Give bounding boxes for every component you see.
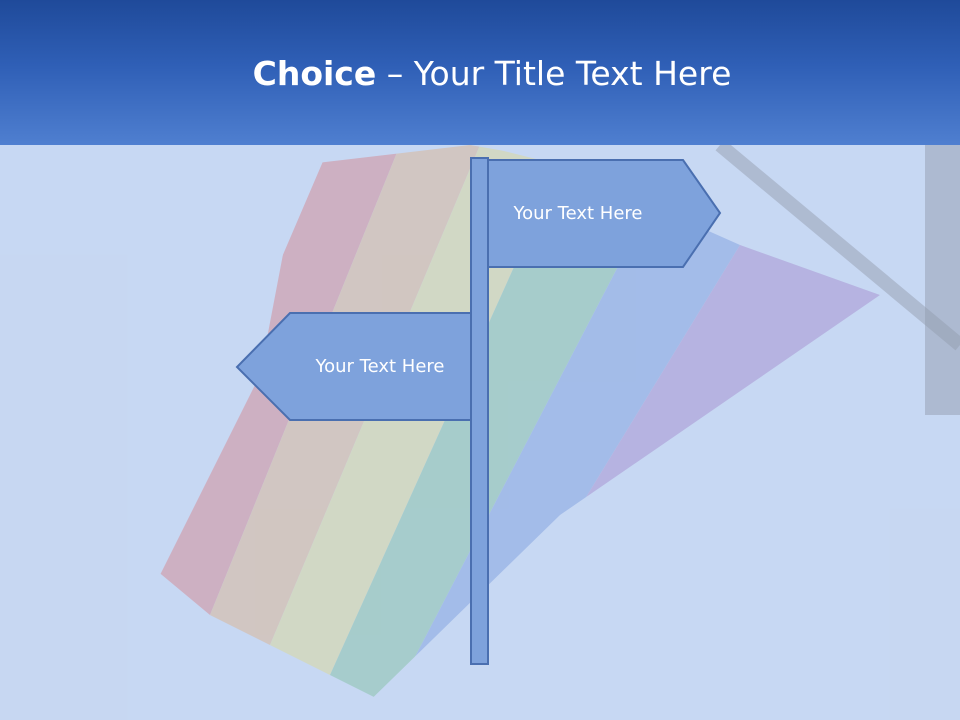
right-arrow-sign bbox=[487, 159, 722, 268]
page-title: Choice – Your Title Text Here bbox=[0, 52, 960, 96]
right-sign-text[interactable]: Your Text Here bbox=[513, 203, 643, 224]
title-text: – Your Title Text Here bbox=[376, 54, 732, 93]
left-sign-text[interactable]: Your Text Here bbox=[315, 356, 445, 377]
signpost-pole bbox=[470, 157, 489, 665]
title-bold-word: Choice bbox=[252, 54, 377, 93]
title-bar: Choice – Your Title Text Here bbox=[0, 0, 960, 145]
left-arrow-sign bbox=[235, 312, 472, 421]
